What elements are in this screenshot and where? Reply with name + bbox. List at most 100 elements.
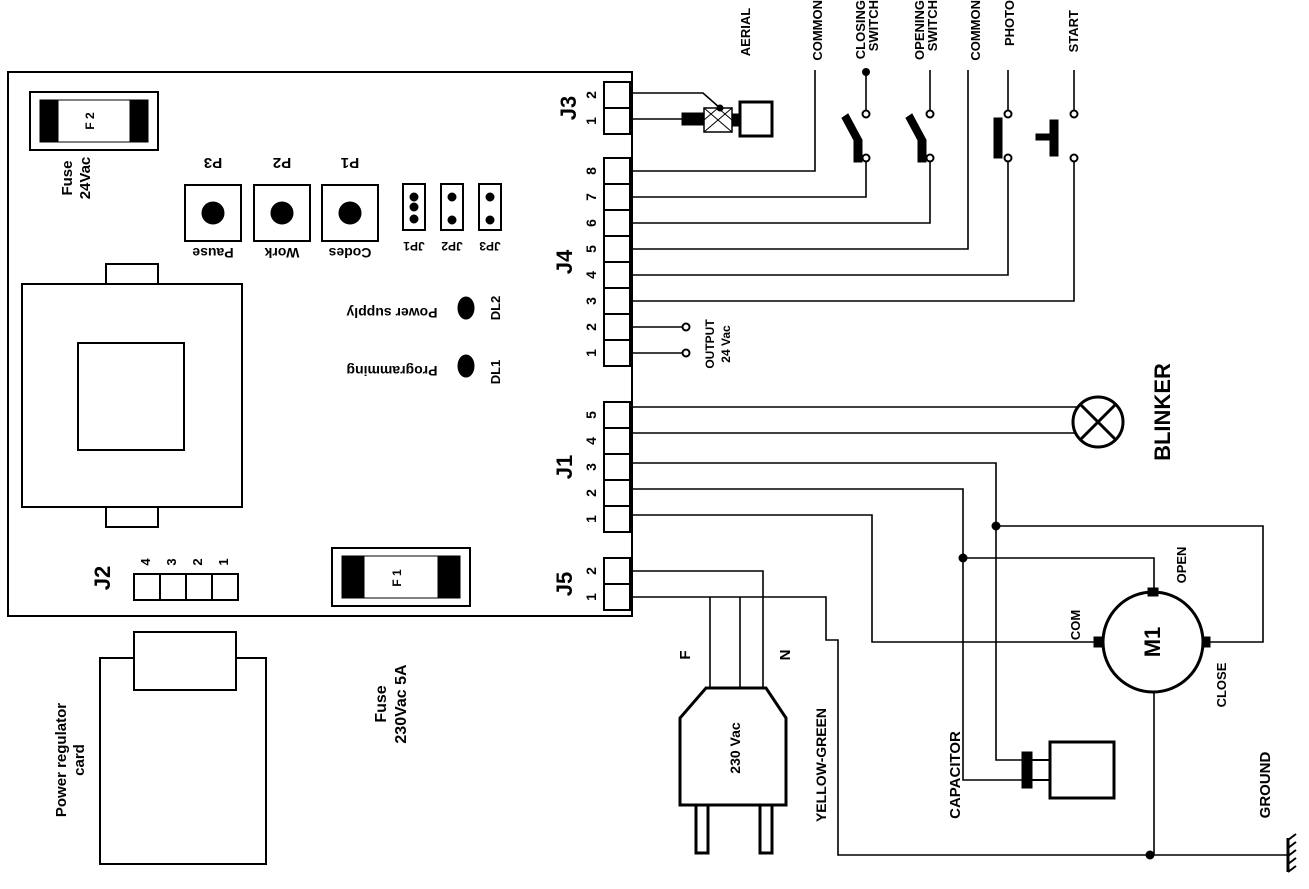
j1-pin-4: 4 [583,437,599,445]
j5-pin-2: 2 [583,567,599,575]
j2-pin-2: 2 [190,558,205,565]
connector-j1 [603,401,631,533]
connector-j3 [603,81,631,135]
button-pause-label: Pause [192,245,233,261]
neutral-n-label: N [777,650,794,661]
motor-com-label: COM [1068,610,1083,640]
transformer [21,263,243,528]
j4-pin-1: 1 [583,349,599,357]
aerial-connector [630,92,774,138]
jumper-jp1[interactable] [402,183,426,231]
connector-j2 [133,573,239,601]
fuse-f2: F 2 [29,91,159,151]
button-p1-id: P1 [341,154,359,171]
j2-pin-3: 3 [164,558,179,565]
j2-pin-4: 4 [138,558,153,566]
j4-pin-7: 7 [583,193,599,201]
fuse-230vac-label-2: 230Vac 5A [393,664,410,744]
power-regulator-label-1: Power regulator [53,703,70,817]
jumper-jp3[interactable] [478,183,502,231]
aerial-label: AERIAL [738,8,753,56]
j1-label: J1 [552,455,577,479]
j2-label: J2 [90,566,115,590]
j3-pin-1: 1 [583,117,599,125]
motor-m1-label: M1 [1140,627,1165,658]
fuse-f1: F 1 [331,547,471,607]
j4-pin-6: 6 [583,219,599,227]
opening-switch-label-2: SWITCH [925,0,940,51]
led-dl1-icon [457,354,475,378]
common-2-label: COMMON [968,0,983,61]
closing-switch-label-2: SWITCH [866,0,881,51]
j4-pin-8: 8 [583,167,599,175]
j4-wiring [630,68,1075,302]
fuse-24vac-label-2: 24Vac [77,157,94,200]
mains-wiring [630,570,1150,856]
motor-close-label: CLOSE [1214,662,1229,707]
blinker-icon [630,395,1125,449]
j4-pin-5: 5 [583,245,599,253]
control-board [7,71,633,617]
svg-text:F 2: F 2 [83,112,97,130]
j5-pin-1: 1 [583,593,599,601]
j4-pin-4: 4 [583,271,599,279]
button-p2-id: P2 [273,154,291,171]
j4-label: J4 [552,249,577,274]
button-work-label: Work [264,245,299,261]
photo-switch-icon [993,109,1013,163]
j1-pin-2: 2 [583,489,599,497]
plug-230vac-icon [678,686,788,855]
fuse-24vac-label-1: Fuse [59,160,76,195]
output-label-1: OUTPUT [703,319,717,369]
led-dl1-id: DL1 [488,360,503,385]
blinker-label: BLINKER [1150,363,1175,461]
start-button-icon [1035,109,1079,163]
opening-switch-icon [905,109,935,163]
svg-text:F 1: F 1 [390,569,404,587]
led-dl1-label: Programming [346,363,437,379]
j3-pin-2: 2 [583,91,599,99]
ground-label: GROUND [1257,752,1274,819]
j4-pin-2: 2 [583,323,599,331]
j1-pin-5: 5 [583,411,599,419]
button-p3[interactable] [184,184,242,242]
jumper-jp1-label: JP1 [403,239,425,253]
power-regulator-label-2: card [71,744,88,776]
led-dl2-id: DL2 [488,296,503,321]
j2-pin-1: 1 [216,558,231,565]
closing-switch-icon [841,109,871,163]
button-p1[interactable] [321,184,379,242]
jumper-jp2[interactable] [440,183,464,231]
photo-label: PHOTO [1002,0,1017,46]
j1-pin-1: 1 [583,515,599,523]
j3-label: J3 [556,96,581,120]
led-dl2-icon [457,296,475,320]
capacitor-label: CAPACITOR [947,731,964,819]
start-label: START [1066,10,1081,52]
connector-j5 [603,557,631,611]
motor-open-label: OPEN [1174,547,1189,584]
j4-pin-3: 3 [583,297,599,305]
plug-label: 230 Vac [727,722,743,774]
opening-switch-label-1: OPENING [912,0,927,60]
button-codes-label: Codes [328,245,371,261]
motor-m1-icon [1093,587,1211,694]
button-p2[interactable] [253,184,311,242]
fuse-230vac-label-1: Fuse [373,685,390,722]
phase-f-label: F [677,650,694,659]
jumper-jp2-label: JP2 [441,239,463,253]
motor-wiring [630,462,1264,860]
capacitor-icon [1021,740,1116,800]
yellow-green-label: YELLOW-GREEN [813,708,829,822]
j1-pin-3: 3 [583,463,599,471]
ground-icon [1150,833,1297,873]
connector-j4 [603,157,631,367]
output-24vac-terminals [630,322,691,358]
led-dl2-label: Power supply [346,305,437,321]
output-label-2: 24 Vac [719,325,733,363]
common-1-label: COMMON [810,0,825,61]
power-regulator-card [99,631,267,865]
button-p3-id: P3 [204,154,222,171]
j5-label: J5 [552,572,577,596]
